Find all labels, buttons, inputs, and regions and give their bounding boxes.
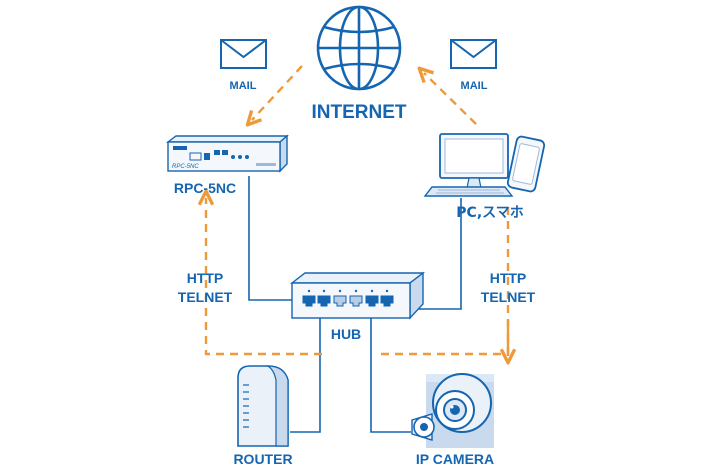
- monitor-icon: [423, 133, 514, 197]
- protocol-left-http: HTTP: [187, 270, 224, 286]
- envelope-icon-right: [450, 39, 497, 69]
- cable-router-hub: [290, 318, 321, 433]
- cable-lines: [248, 176, 462, 433]
- rpc-device-icon: RPC-5NC: [165, 134, 289, 173]
- arrow-pc-to-internet: [424, 73, 477, 125]
- mail-label-right: MAIL: [461, 80, 488, 92]
- camera-icon: [411, 373, 494, 448]
- protocol-right-http: HTTP: [490, 270, 527, 286]
- router-label: ROUTER: [233, 451, 292, 467]
- smartphone-icon: [506, 135, 546, 193]
- globe-icon: [316, 5, 402, 91]
- camera-label: IP CAMERA: [416, 451, 494, 467]
- rpc-device-badge: RPC-5NC: [172, 164, 199, 170]
- cable-rpc-hub: [248, 176, 292, 301]
- envelope-icon-left: [220, 39, 267, 69]
- hub-icon: [289, 271, 426, 320]
- hub-label: HUB: [331, 326, 361, 342]
- rpc-label: RPC-5NC: [174, 180, 236, 196]
- arrow-left-loop: [206, 198, 322, 356]
- router-icon: [237, 365, 289, 447]
- mail-label-left: MAIL: [230, 80, 257, 92]
- protocol-right-telnet: TELNET: [481, 289, 536, 305]
- internet-label: INTERNET: [312, 102, 407, 123]
- pc-label: PC,スマホ: [456, 205, 523, 221]
- cable-pc-hub: [414, 198, 462, 310]
- protocol-left-telnet: TELNET: [178, 289, 233, 305]
- arrow-internet-to-rpc: [252, 65, 303, 120]
- flow-arrows: [206, 65, 508, 356]
- cable-camera-hub: [370, 318, 411, 433]
